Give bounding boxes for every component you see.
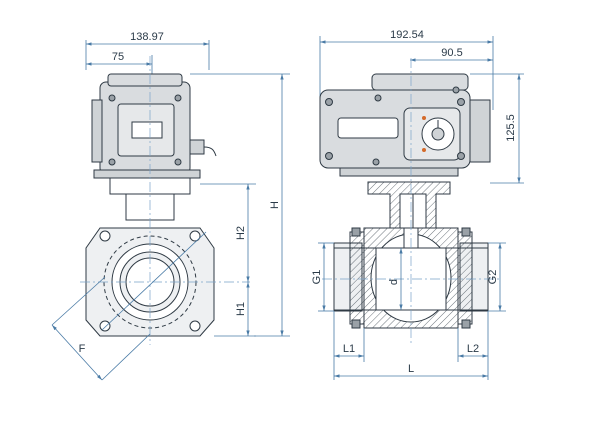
dim-h2: H2 xyxy=(200,183,256,282)
dim-d: d xyxy=(388,248,403,310)
dim-f: F xyxy=(51,231,207,381)
label-g1: G1 xyxy=(311,270,323,285)
dim-actuator-height: 125.5 xyxy=(470,73,524,184)
dim-g2: G2 xyxy=(487,242,506,312)
label-l1: L1 xyxy=(343,343,355,355)
dim-h1: H1 xyxy=(214,282,256,337)
label-g2: G2 xyxy=(487,270,499,285)
label-f: F xyxy=(79,343,86,355)
label-125-5: 125.5 xyxy=(505,114,517,142)
label-l2: L2 xyxy=(467,343,479,355)
actuator-front xyxy=(319,73,491,177)
dim-g1: G1 xyxy=(311,242,334,312)
bolt-hole xyxy=(189,320,201,332)
label-l: L xyxy=(408,363,414,375)
label-d: d xyxy=(388,279,400,285)
dim-l: L xyxy=(334,363,488,378)
label-192-54: 192.54 xyxy=(390,29,424,41)
dim-l1: L1 xyxy=(333,311,365,380)
dim-l2: L2 xyxy=(457,311,489,380)
label-75: 75 xyxy=(112,51,124,63)
dim-front-to-center: 90.5 xyxy=(410,47,493,62)
actuator-side xyxy=(91,73,217,195)
bracket-section xyxy=(367,181,451,234)
label-138-97: 138.97 xyxy=(130,31,164,43)
label-h2: H2 xyxy=(235,226,247,240)
front-view: 192.54 90.5 125.5 xyxy=(311,29,524,380)
dim-h: H xyxy=(190,73,290,337)
nameplate xyxy=(337,117,399,139)
side-view: 138.97 75 xyxy=(51,31,290,381)
bolt-hole xyxy=(189,230,201,242)
label-90-5: 90.5 xyxy=(441,47,462,59)
bolt-hole xyxy=(99,230,111,242)
label-h1: H1 xyxy=(235,302,247,316)
label-h: H xyxy=(269,201,281,209)
bolt-hole xyxy=(99,320,111,332)
